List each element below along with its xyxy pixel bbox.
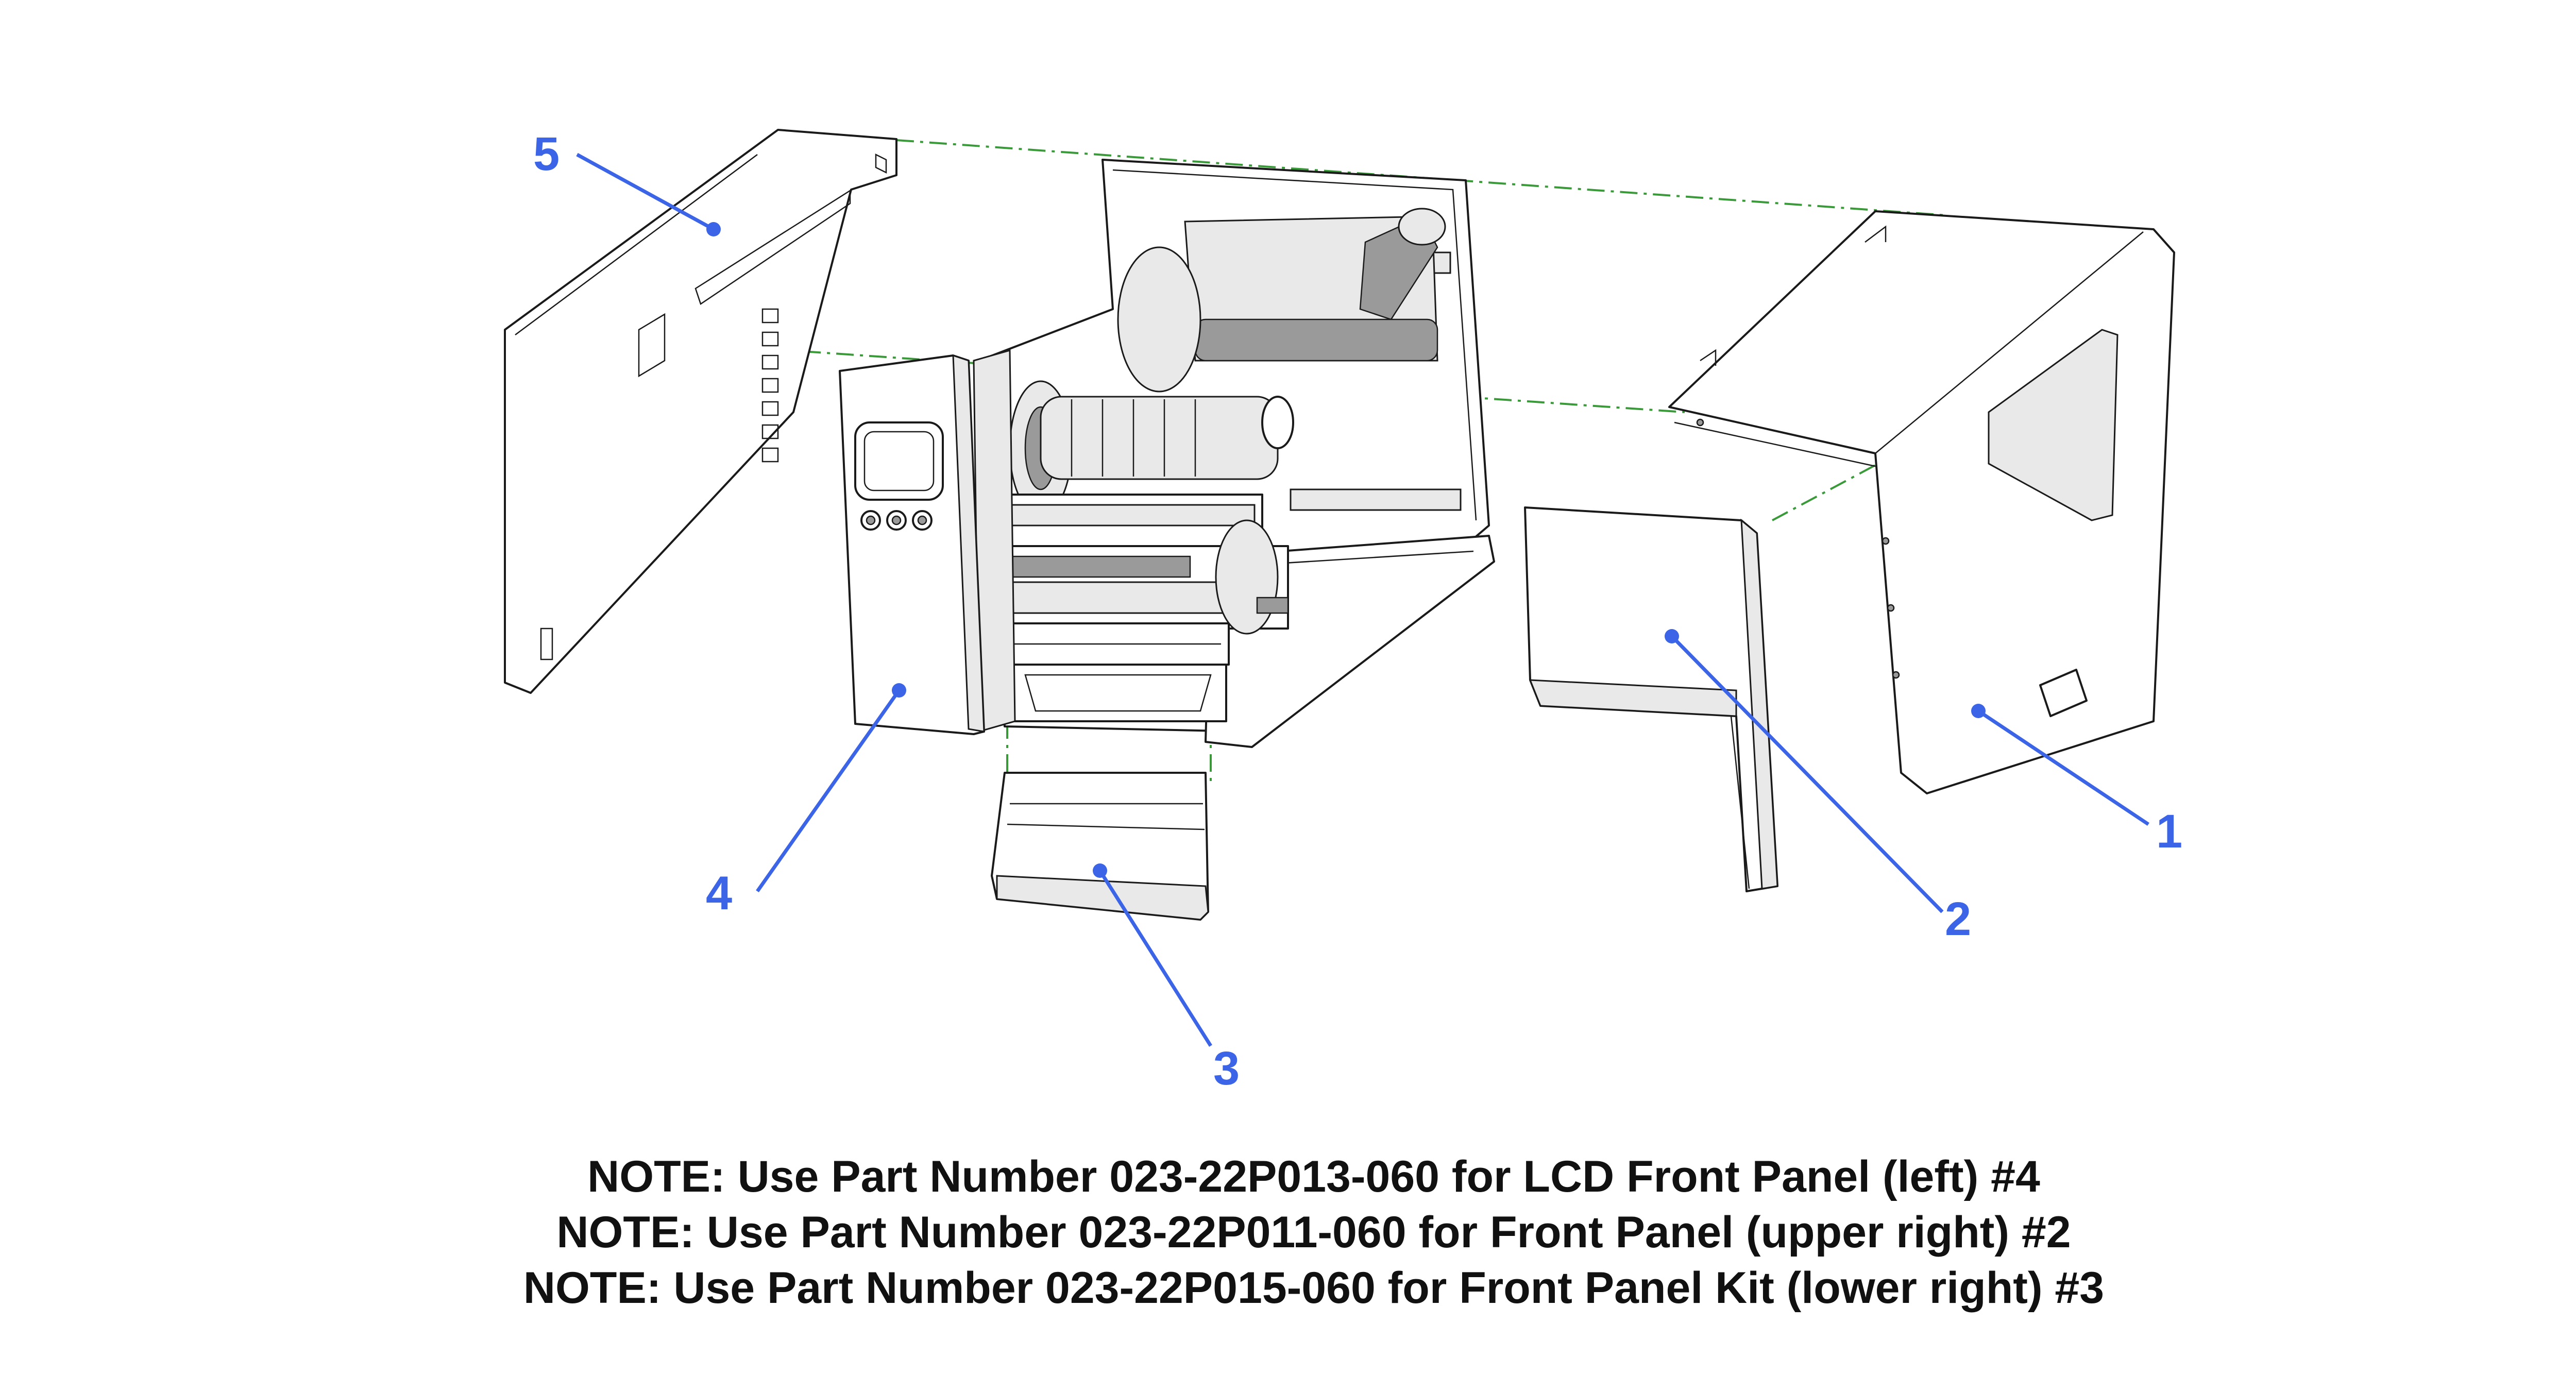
supply-roller bbox=[1040, 396, 1294, 480]
callout-4: 4 bbox=[706, 867, 732, 920]
note-lower-right-front-panel-kit: NOTE: Use Part Number 023-22P015-060 for… bbox=[523, 1263, 2105, 1313]
upper-right-front-panel-part-2 bbox=[1524, 506, 1778, 892]
callout-1: 1 bbox=[2156, 805, 2182, 858]
left-side-cover-part-5 bbox=[504, 129, 897, 694]
right-side-cover-part-1 bbox=[1668, 210, 2175, 794]
left-cover-vent-slots bbox=[761, 308, 779, 463]
callout-2: 2 bbox=[1945, 893, 1971, 945]
callout-labels: 5 4 3 2 1 bbox=[533, 128, 2182, 1095]
note-upper-right-front-panel: NOTE: Use Part Number 023-22P011-060 for… bbox=[556, 1208, 2071, 1257]
printer-frame bbox=[973, 159, 1495, 748]
lcd-front-panel-part-4 bbox=[839, 354, 985, 735]
lower-front-panel-part-3 bbox=[991, 772, 1209, 921]
callout-leaders bbox=[576, 152, 2149, 1047]
part-number-notes: NOTE: Use Part Number 023-22P013-060 for… bbox=[0, 1149, 2576, 1316]
note-lcd-front-panel: NOTE: Use Part Number 023-22P013-060 for… bbox=[587, 1152, 2040, 1201]
print-head-assembly bbox=[993, 494, 1289, 722]
callout-5: 5 bbox=[533, 128, 560, 180]
callout-3: 3 bbox=[1213, 1042, 1240, 1095]
